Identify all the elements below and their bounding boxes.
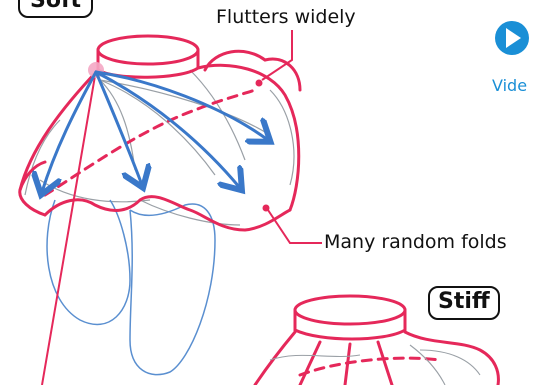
stiff-tag: Stiff xyxy=(428,286,500,320)
folds-label: Many random folds xyxy=(324,231,507,253)
play-circle-icon[interactable] xyxy=(495,21,529,55)
callout-dot-folds xyxy=(263,205,270,212)
callout-dot-flutters xyxy=(256,80,263,87)
flutters-label: Flutters widely xyxy=(216,6,356,28)
legs-outline xyxy=(47,200,215,375)
soft-tag: Soft xyxy=(18,0,93,18)
header-fragment xyxy=(476,0,516,5)
video-link[interactable]: Vide xyxy=(492,76,527,95)
